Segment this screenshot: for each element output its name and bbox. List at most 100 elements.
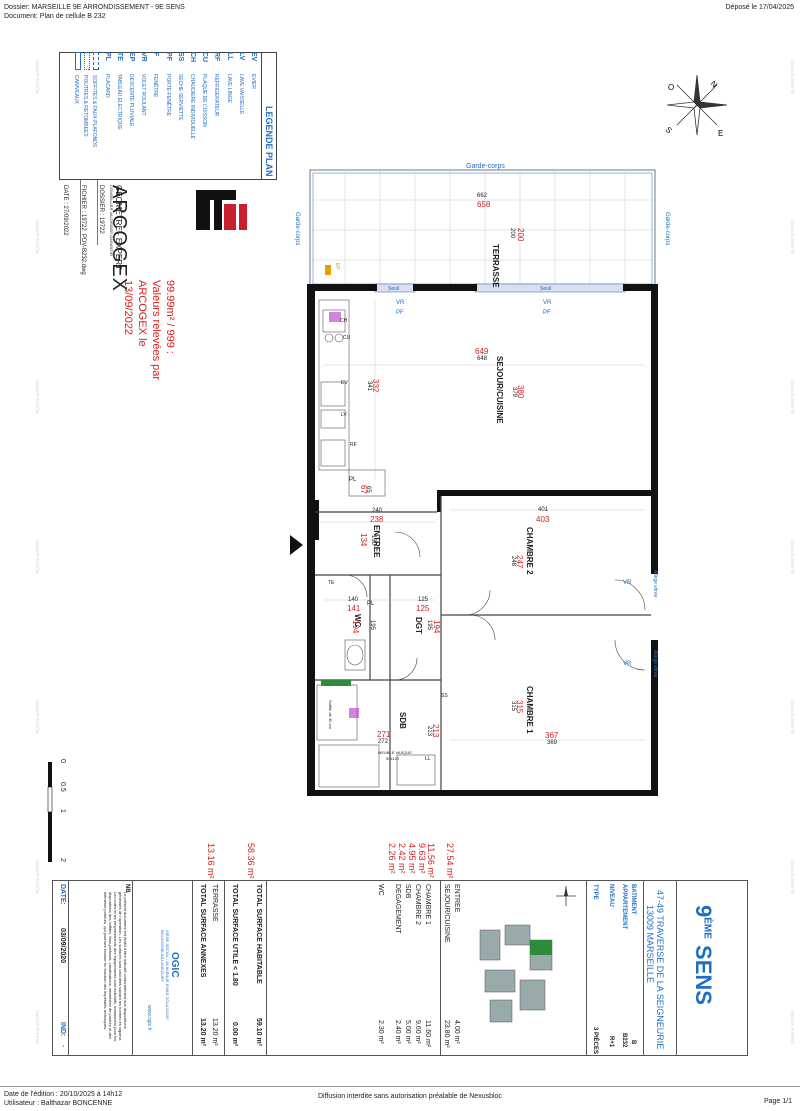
legend-code: CH	[189, 52, 197, 63]
terrace-dims: 662	[477, 193, 488, 199]
brand-prefix: 9	[691, 905, 716, 918]
geometre-divider	[97, 180, 98, 245]
soffite-marker	[321, 680, 351, 686]
geometre-dossier: DOSSIER : 19722	[98, 185, 104, 234]
surface-meas: 2.42 m²	[397, 843, 407, 874]
equip-te: TE	[328, 580, 335, 586]
surfaces-table-col	[440, 880, 471, 1056]
legend-swatch	[83, 52, 90, 70]
wc-dim2: 195	[369, 620, 375, 631]
info-label: NIVEAU	[608, 884, 614, 907]
meuble-vasque-label: MEUBLE VASQUE	[378, 750, 412, 755]
key-plan-map	[479, 924, 553, 1023]
surface-label: ENTREE	[453, 884, 460, 913]
cartouche	[52, 880, 748, 1056]
legend-panel	[59, 52, 277, 180]
sejour-dim: 648	[477, 356, 488, 362]
footer-rule	[0, 1086, 800, 1087]
garde-corps-top-label: Garde-corps	[466, 163, 505, 170]
room-label-sejour: SEJOUR/CUISINE	[495, 356, 504, 424]
equip-pf: PF	[543, 310, 551, 316]
stamp-line3: ARCOGEX le	[136, 280, 148, 347]
surface-value: 9.60 m²	[414, 1020, 421, 1044]
equip-vr: VR	[543, 300, 552, 306]
ogic-web-link[interactable]: www.ogic.fr	[146, 1005, 152, 1031]
legend-row: CANIVEAUX	[72, 52, 81, 180]
arcogex-logo	[196, 190, 247, 230]
info-value: B	[630, 1040, 636, 1045]
svg-text:O: O	[668, 83, 674, 92]
legend-row: SOFFITES & FAUX-PLAFONDS	[90, 52, 99, 180]
partitions	[315, 496, 651, 790]
meuble-vasque-dims: 50x120	[386, 756, 400, 761]
info-value: R+1	[608, 1036, 614, 1048]
surface-meas: 2.26 m²	[387, 843, 397, 874]
dgt-dim: 125	[418, 597, 429, 603]
dimension-lines	[319, 300, 645, 741]
legend-label: TABLEAU ELECTRIQUE	[115, 74, 122, 130]
ogic-name: OGIC	[169, 952, 180, 978]
arcogex-profession: GÉOMÈTRE - EXPERT	[114, 185, 123, 270]
surface-label: CHAMBRE 1	[424, 884, 431, 925]
watermark-text: espace notarial	[34, 1010, 40, 1044]
geometre-date: DATE : 27/09/2022	[62, 185, 68, 236]
chambre2-dim2-red: 247	[515, 555, 524, 569]
totals-divider	[68, 880, 69, 1056]
equip-cu: CU	[343, 335, 351, 341]
scale-label: 1	[59, 809, 66, 813]
room-label-dgt: DGT	[414, 617, 423, 634]
surface-label: SEJOUR/CUISINE	[443, 884, 450, 943]
equip-pl: PL	[349, 477, 357, 483]
surface-meas: 27.54 m²	[445, 843, 455, 879]
equip-ch: CH	[340, 318, 348, 324]
legend-label: LAVE LINGE	[225, 74, 232, 103]
terrace-tiles	[310, 170, 655, 287]
legend-code: LL	[225, 52, 233, 61]
dgt-dim-red: 125	[416, 604, 430, 613]
brand-sup: ÈME	[701, 917, 713, 939]
legend-title: LEGENDE PLAN	[261, 52, 277, 180]
terrace-depth: 200	[509, 228, 515, 239]
address-line1: 47-49 TRAVERSE DE LA SEIGNEURIE	[655, 890, 665, 1050]
scale-label: 2	[59, 858, 66, 862]
legend-code: EV	[250, 52, 257, 62]
surface-label: WC	[377, 884, 384, 896]
totals-divider	[266, 880, 267, 1056]
legend-row: SSSECHE-SERVIETTE	[172, 52, 184, 180]
dgt-dim2-red: 194	[432, 620, 441, 634]
legend-swatch	[92, 52, 99, 70]
kitchen-fixtures	[318, 299, 386, 497]
footer-page: Page 1/1	[763, 1098, 792, 1105]
watermark-text: espace notarial	[789, 1010, 795, 1044]
watermark-text: espace notarial	[34, 540, 40, 574]
soffite-note: Soffite de 40 cm	[328, 700, 333, 729]
total-annex-value: 13.20 m²	[199, 1018, 206, 1047]
chambre1-dim2: 369	[547, 740, 558, 746]
legend-label: PORTE-FENÊTRE	[164, 74, 171, 117]
legend-code: VR	[140, 52, 148, 62]
info-label: BATIMENT	[630, 884, 636, 915]
surface-label: SDB	[404, 884, 411, 899]
legend-row: POUTRES & RETOMBEES	[81, 52, 90, 180]
cartouche-brand-col	[676, 880, 749, 1056]
svg-text:N: N	[709, 79, 720, 90]
terrace-garde-corps	[312, 172, 653, 285]
legend-code: EP	[128, 52, 136, 62]
terrace-depth-red: 200	[516, 228, 525, 242]
equip-lv: LV	[341, 412, 347, 418]
equip-vr: VR	[623, 580, 632, 586]
surface-meas: 4.95 m²	[407, 843, 417, 874]
surface-meas: 11.56 m²	[426, 843, 436, 878]
kitchen-dim-red: 332	[371, 379, 380, 393]
entree-dim: 240	[372, 508, 383, 514]
legend-swatch	[74, 52, 81, 70]
legend-code: PF	[164, 52, 172, 61]
type-value: 3 PIÈCES	[592, 1027, 598, 1055]
entree-dim2: 130	[370, 535, 376, 546]
chambre2-dim2: 248	[510, 556, 516, 567]
legend-label: LAVE VAISSELLE	[237, 74, 244, 115]
footer-utilisateur: Utilisateur : Balthazar BONCENNE	[4, 1100, 113, 1107]
garde-corps-left-label: Garde-corps	[294, 212, 300, 246]
legend-row: LL LAVE LINGE	[220, 52, 233, 180]
wc-dim2-red: 194	[351, 620, 360, 634]
